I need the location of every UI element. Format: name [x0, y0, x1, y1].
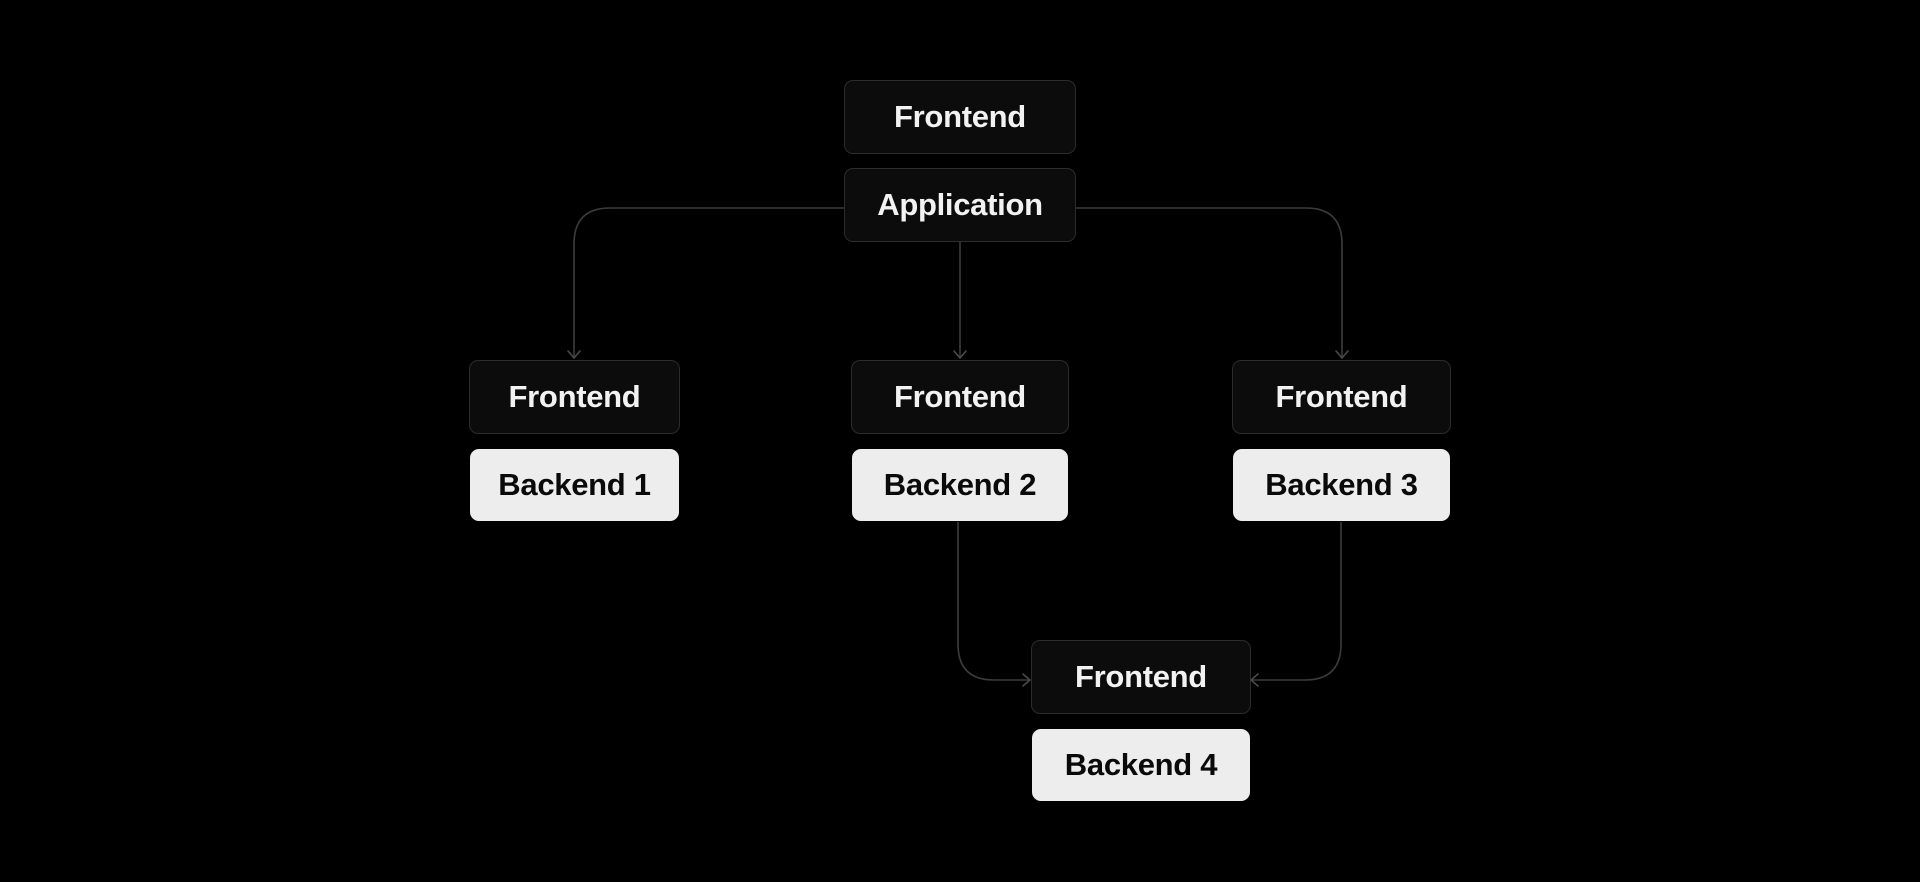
arrowhead-node4-left [1022, 673, 1031, 687]
arrowhead-node1 [567, 350, 581, 359]
connector-app-to-node3 [1076, 207, 1343, 358]
application-box: Application [844, 168, 1076, 242]
node4-backend-box: Backend 4 [1032, 729, 1250, 801]
node1-backend-box: Backend 1 [470, 449, 679, 521]
arrowhead-node3 [1335, 350, 1349, 359]
node1-frontend-box: Frontend [469, 360, 680, 434]
connector-app-to-node1 [573, 207, 844, 358]
node4-frontend-box: Frontend [1031, 640, 1251, 714]
connector-node3-to-node4 [1251, 522, 1342, 681]
connector-node2-to-node4 [957, 522, 1030, 681]
node3-frontend-box: Frontend [1232, 360, 1451, 434]
node2-frontend-box: Frontend [851, 360, 1069, 434]
node3-backend-box: Backend 3 [1233, 449, 1450, 521]
arrowhead-node4-right [1250, 673, 1259, 687]
arrowhead-node2 [953, 350, 967, 359]
node2-backend-box: Backend 2 [852, 449, 1068, 521]
top-frontend-box: Frontend [844, 80, 1076, 154]
